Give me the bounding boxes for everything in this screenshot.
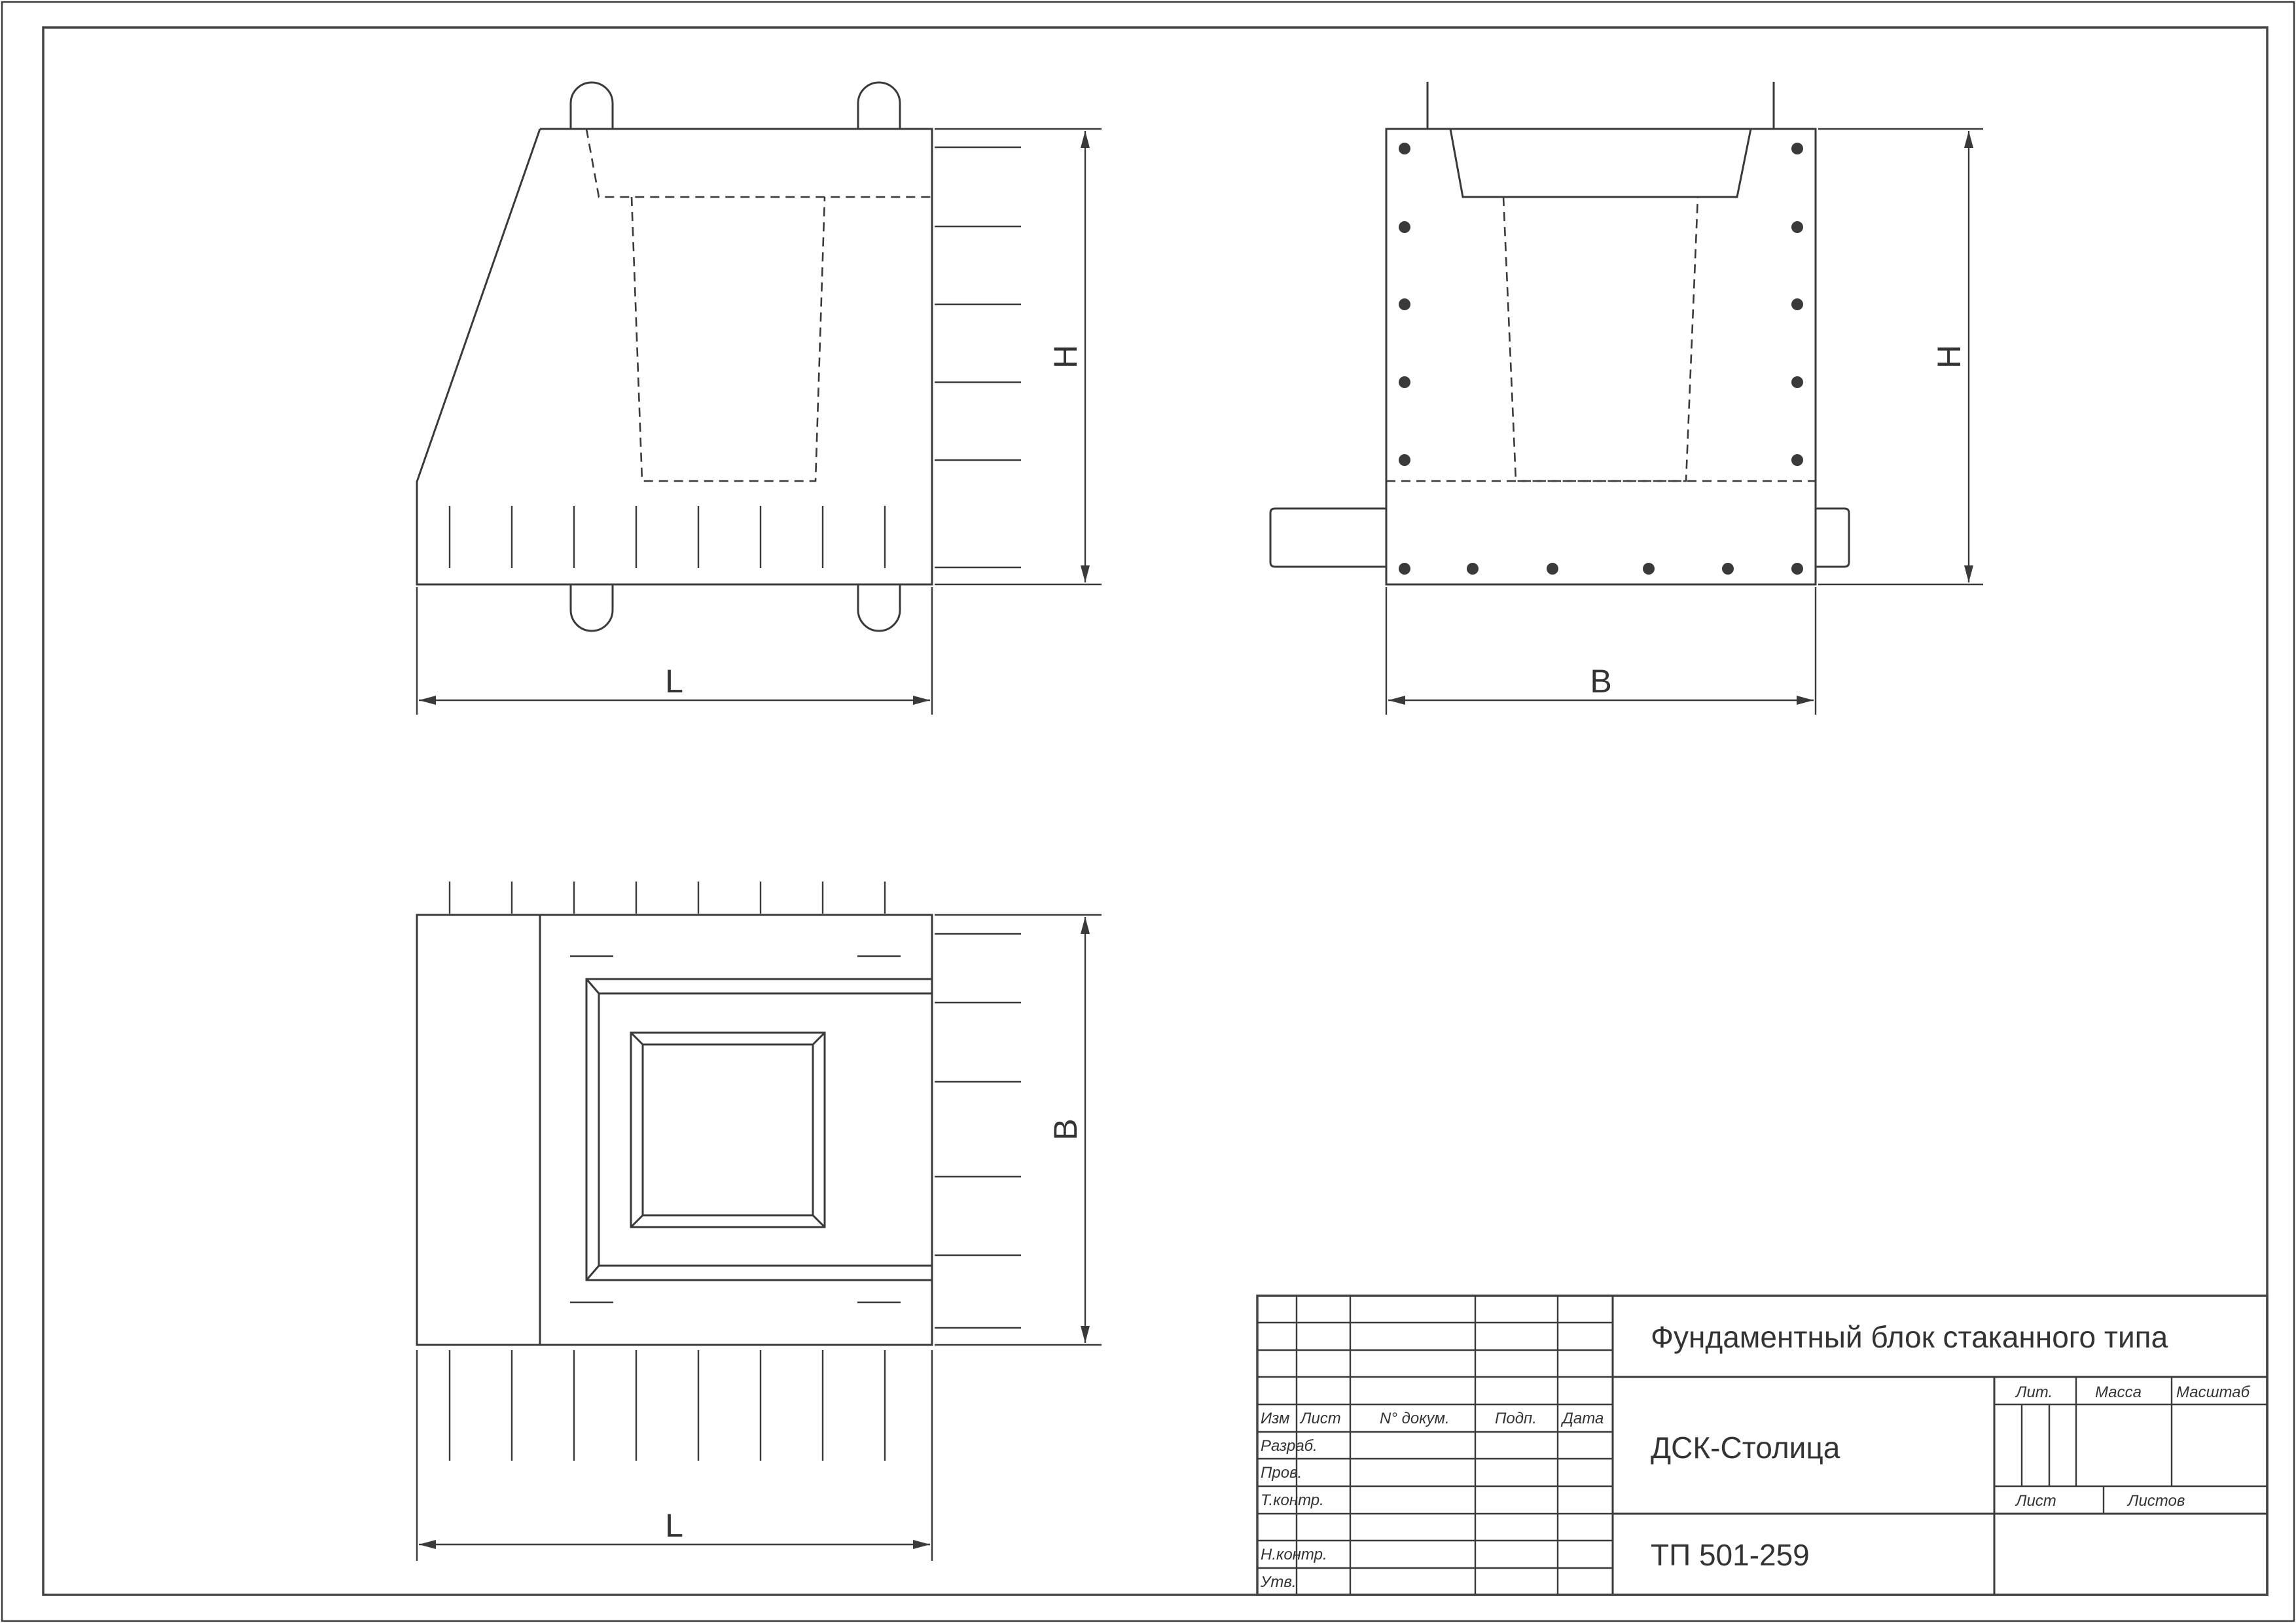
- side-protrusion-left: [1269, 507, 1386, 568]
- side-view: H B: [1269, 82, 1983, 715]
- side-width-dimension: B: [1385, 587, 1817, 715]
- plan-view: B L: [416, 882, 1102, 1561]
- plan-width-label: B: [1047, 1118, 1084, 1140]
- side-width-label: B: [1590, 663, 1611, 700]
- tb-header-sign: Подп.: [1495, 1410, 1537, 1427]
- tb-info-lit: Лит.: [2015, 1383, 2053, 1401]
- rebar-ends-bottom: [448, 506, 886, 568]
- hidden-socket-outline: [585, 128, 932, 198]
- tb-info-sheets: Листов: [2126, 1492, 2185, 1510]
- tb-header-docno: N° докум.: [1380, 1410, 1450, 1427]
- side-protrusion-right: [1816, 507, 1850, 568]
- hidden-socket-cup: [630, 196, 826, 482]
- rebar-ends-right: [935, 146, 1021, 569]
- organization-name: ДСК-Столица: [1651, 1431, 1840, 1465]
- socket-bottom-inner: [641, 1043, 814, 1217]
- document-code: ТП 501-259: [1651, 1538, 1810, 1572]
- front-view-outline: [416, 128, 933, 586]
- front-view: H L: [416, 81, 1102, 715]
- plan-length-dimension: L: [416, 1350, 933, 1561]
- side-view-outline: [1385, 128, 1817, 586]
- drawing-frame: [42, 26, 2269, 1596]
- lifting-loop-top-left: [569, 81, 614, 129]
- tb-role-approved: Утв.: [1260, 1573, 1297, 1591]
- plan-width-dimension: B: [935, 914, 1102, 1346]
- title-block: Изм Лист N° докум. Подп. Дата Разраб. Пр…: [1256, 1294, 2269, 1596]
- side-height-dimension: H: [1818, 128, 1983, 586]
- tb-role-tech-control: Т.контр.: [1261, 1491, 1324, 1509]
- rebar-dots: [1399, 143, 1803, 575]
- tb-role-checked: Пров.: [1261, 1464, 1302, 1482]
- tb-header-izm: Изм: [1261, 1410, 1290, 1427]
- tb-info-mass: Масса: [2095, 1383, 2142, 1401]
- plan-length-label: L: [665, 1507, 683, 1544]
- front-length-dimension: L: [416, 587, 933, 715]
- plan-rebar-ends-right: [935, 933, 1021, 1329]
- tb-header-date: Дата: [1560, 1410, 1604, 1427]
- tb-role-norm-control: Н.контр.: [1261, 1546, 1327, 1563]
- socket-bottom-outer: [630, 1031, 826, 1228]
- side-hidden-socket: [1502, 196, 1699, 482]
- lifting-loop-bottom-right: [857, 584, 901, 632]
- lifting-loop-top-right: [857, 81, 901, 129]
- lifting-loop-bottom-left: [569, 584, 614, 632]
- tb-header-list: Лист: [1299, 1410, 1341, 1427]
- front-height-label: H: [1047, 345, 1084, 368]
- front-height-dimension: H: [935, 128, 1102, 586]
- socket-top-visible: [1449, 128, 1752, 198]
- tb-info-sheet: Лист: [2015, 1492, 2056, 1510]
- socket-outer-frame: [585, 978, 933, 1281]
- tb-info-scale: Масштаб: [2176, 1383, 2251, 1401]
- drawing-title: Фундаментный блок стаканного типа: [1651, 1320, 2168, 1354]
- title-block-border: [1256, 1294, 2269, 1596]
- front-length-label: L: [665, 663, 683, 700]
- tb-role-developed: Разраб.: [1261, 1437, 1318, 1455]
- plan-rebar-ends-bottom: [448, 1350, 886, 1461]
- socket-outer-inner: [598, 992, 933, 1267]
- plan-rebar-ends-top: [448, 882, 886, 914]
- side-height-label: H: [1931, 345, 1967, 368]
